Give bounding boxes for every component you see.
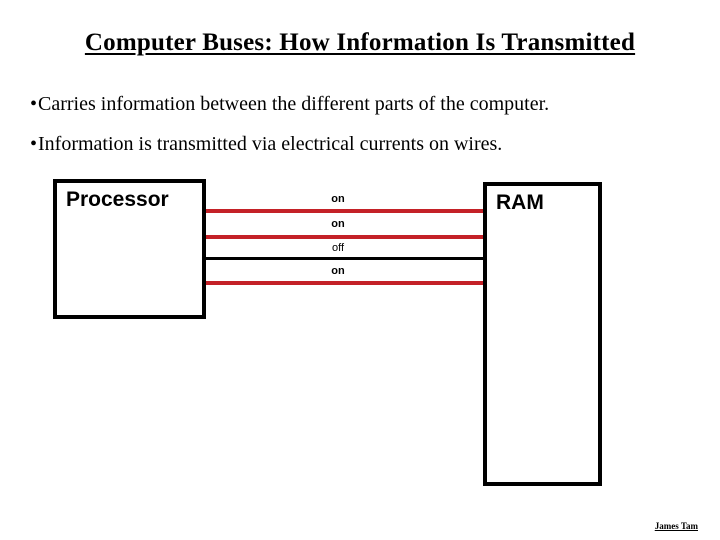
slide-title: Computer Buses: How Information Is Trans… [84,29,636,56]
wire-line [206,235,483,239]
bullet-item: •Information is transmitted via electric… [30,133,690,156]
ram-label: RAM [496,191,544,214]
processor-box: Processor [53,179,206,319]
processor-label: Processor [66,188,169,211]
footer-author: James Tam [654,521,698,531]
wire-label: on [331,193,345,205]
bullet-text: Carries information between the differen… [38,93,550,115]
bullet-item: •Carries information between the differe… [30,93,690,116]
wire-line [206,257,483,260]
wire-label: on [331,218,345,230]
ram-box: RAM [483,182,602,486]
wire-label: off [331,242,345,254]
wire-label: on [331,265,345,277]
bullet-list: •Carries information between the differe… [30,93,690,173]
bullet-text: Information is transmitted via electrica… [38,133,503,155]
bullet-marker: • [30,93,38,115]
wire-line [206,281,483,285]
bullet-marker: • [30,133,38,155]
wire-line [206,209,483,213]
